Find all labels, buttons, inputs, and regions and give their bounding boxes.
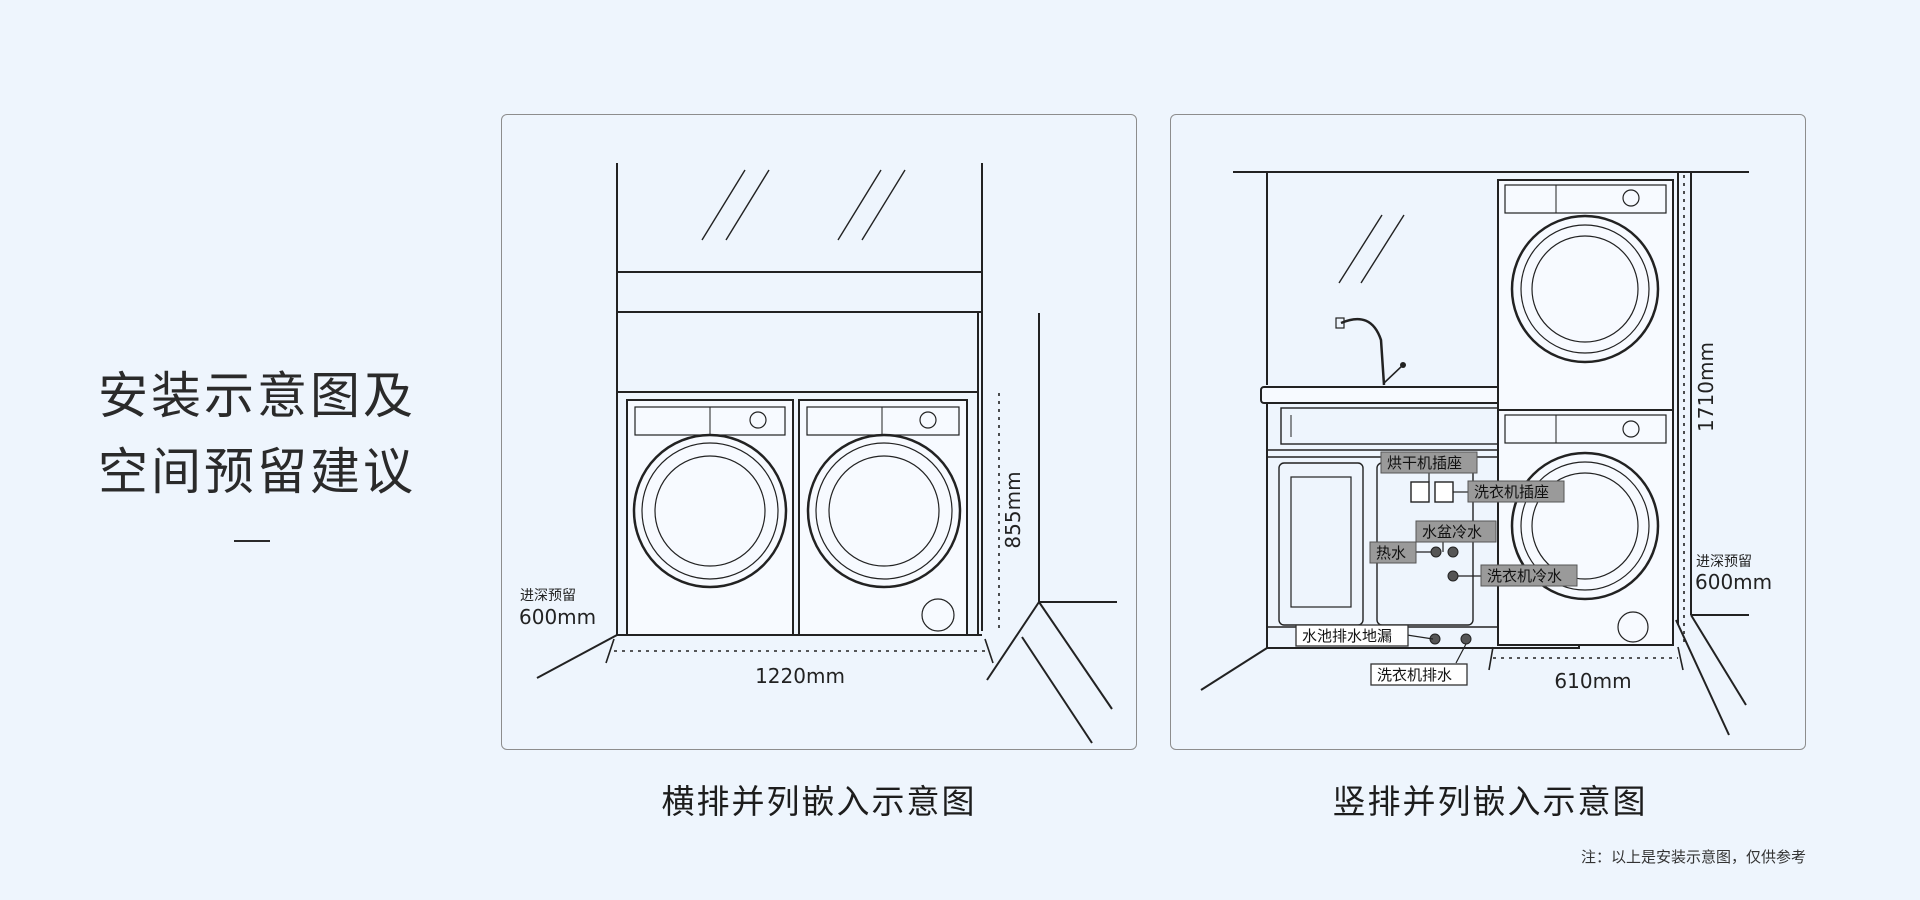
vertical-caption: 竖排并列嵌入示意图 — [1332, 782, 1648, 821]
power-sockets — [1410, 481, 1454, 503]
horizontal-install-panel: 855mm 1220mm 进深预留 600mm — [501, 114, 1137, 750]
hot-water-label: 热水 — [1376, 544, 1406, 562]
stacked-washer — [1497, 409, 1674, 646]
washer-socket-tag: 洗衣机插座 — [1467, 480, 1565, 503]
sink-floor-drain-label: 水池排水地漏 — [1302, 627, 1392, 645]
washer-right — [798, 399, 968, 636]
width-dimension-label: 1220mm — [755, 664, 845, 688]
vertical-install-panel: 烘干机插座 洗衣机插座 水盆冷水 热水 洗衣机冷水 水池排水地漏 洗衣机排水 — [1170, 114, 1806, 750]
heading-line-1: 安装示意图及 — [98, 367, 416, 425]
height-dimension-label: 1710mm — [1694, 342, 1718, 432]
washer-left — [626, 399, 794, 636]
washer-cold-water-label: 洗衣机冷水 — [1487, 567, 1562, 585]
water-valves — [1429, 546, 1472, 645]
hot-water-tag: 热水 — [1369, 541, 1417, 564]
washer-drain-tag: 洗衣机排水 — [1370, 663, 1468, 686]
depth-reserve-value: 600mm — [1695, 570, 1772, 594]
washer-drain-label: 洗衣机排水 — [1377, 666, 1452, 684]
heading-divider — [234, 540, 270, 542]
disclaimer-note: 注：以上是安装示意图，仅供参考 — [1580, 848, 1806, 866]
horizontal-install-diagram: 855mm 1220mm 进深预留 600mm — [519, 163, 1117, 744]
sink-cold-water-label: 水盆冷水 — [1422, 523, 1482, 541]
depth-reserve-label: 进深预留 — [1696, 554, 1752, 570]
washer-socket-label: 洗衣机插座 — [1474, 483, 1549, 501]
faucet — [1335, 317, 1406, 386]
horizontal-caption: 横排并列嵌入示意图 — [661, 782, 977, 821]
washer-cold-water-tag: 洗衣机冷水 — [1480, 564, 1578, 587]
page-heading: 安装示意图及 空间预留建议 — [98, 358, 416, 510]
sink-floor-drain-tag: 水池排水地漏 — [1295, 624, 1409, 647]
width-dimension-label: 610mm — [1554, 669, 1631, 693]
heading-line-2: 空间预留建议 — [98, 443, 416, 501]
height-dimension-label: 855mm — [1001, 471, 1025, 548]
dryer-socket-label: 烘干机插座 — [1387, 454, 1462, 472]
sink-cold-water-tag: 水盆冷水 — [1415, 520, 1497, 543]
stacked-dryer — [1497, 179, 1674, 411]
depth-reserve-label: 进深预留 — [520, 588, 576, 604]
depth-reserve-value: 600mm — [519, 605, 596, 629]
dryer-socket-tag: 烘干机插座 — [1380, 451, 1478, 474]
vertical-install-diagram: 烘干机插座 洗衣机插座 水盆冷水 热水 洗衣机冷水 水池排水地漏 洗衣机排水 — [1200, 171, 1772, 736]
